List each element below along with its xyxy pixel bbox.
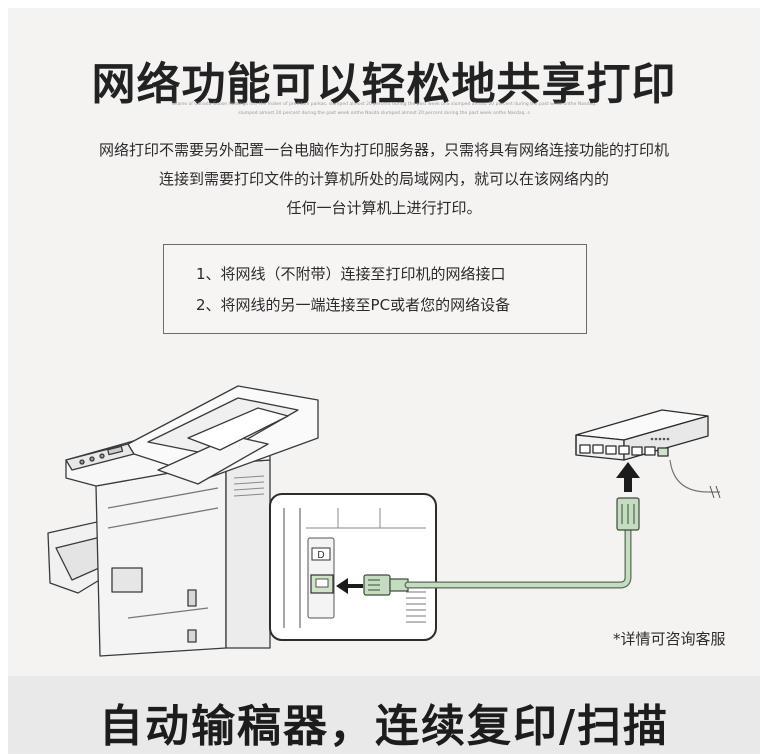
service-note: *详情可咨询客服: [613, 630, 726, 648]
intro-line: 网络打印不需要另外配置一台电脑作为打印服务器，只需将具有网络连接功能的打印机: [98, 141, 669, 159]
arrow-left-icon: [336, 578, 363, 594]
page-title: 网络功能可以轻松地共享打印: [91, 59, 677, 110]
arrow-up-icon: [616, 462, 640, 492]
next-section-band: 自动输稿器，连续复印/扫描: [8, 676, 760, 754]
fine-print: Shares of Canada Goose Holdings Inc, the…: [68, 100, 700, 118]
step-item: 2、将网线的另一端连接至PC或者您的网络设备: [196, 296, 511, 314]
step-item: 1、将网线（不附带）连接至打印机的网络接口: [196, 265, 506, 283]
power-cord: [669, 459, 720, 493]
intro-line: 任何一台计算机上进行打印。: [286, 199, 482, 217]
network-switch-icon: [575, 409, 709, 461]
next-section-title: 自动输稿器，连续复印/扫描: [98, 701, 670, 752]
steps-box: 1、将网线（不附带）连接至打印机的网络接口 2、将网线的另一端连接至PC或者您的…: [163, 244, 587, 334]
feature-panel: 网络功能可以轻松地共享打印 Shares of Canada Goose Hol…: [8, 8, 760, 676]
printer-illustration: [47, 385, 319, 657]
intro-text: 网络打印不需要另外配置一台电脑作为打印服务器，只需将具有网络连接功能的打印机 连…: [8, 136, 760, 223]
fine-print-line: Shares of Canada Goose Holdings Inc, the…: [171, 102, 597, 107]
intro-line: 连接到需要打印文件的计算机所处的局域网内，就可以在该网络内的: [158, 170, 609, 188]
fine-print-line: slumped almost 20 percent during the pas…: [238, 111, 530, 116]
network-cable: [404, 524, 632, 589]
switch-plug: [616, 497, 640, 531]
rear-port-inset: D: [269, 493, 437, 641]
usb-port-label: D: [317, 550, 324, 561]
connection-diagram: D: [47, 385, 721, 657]
